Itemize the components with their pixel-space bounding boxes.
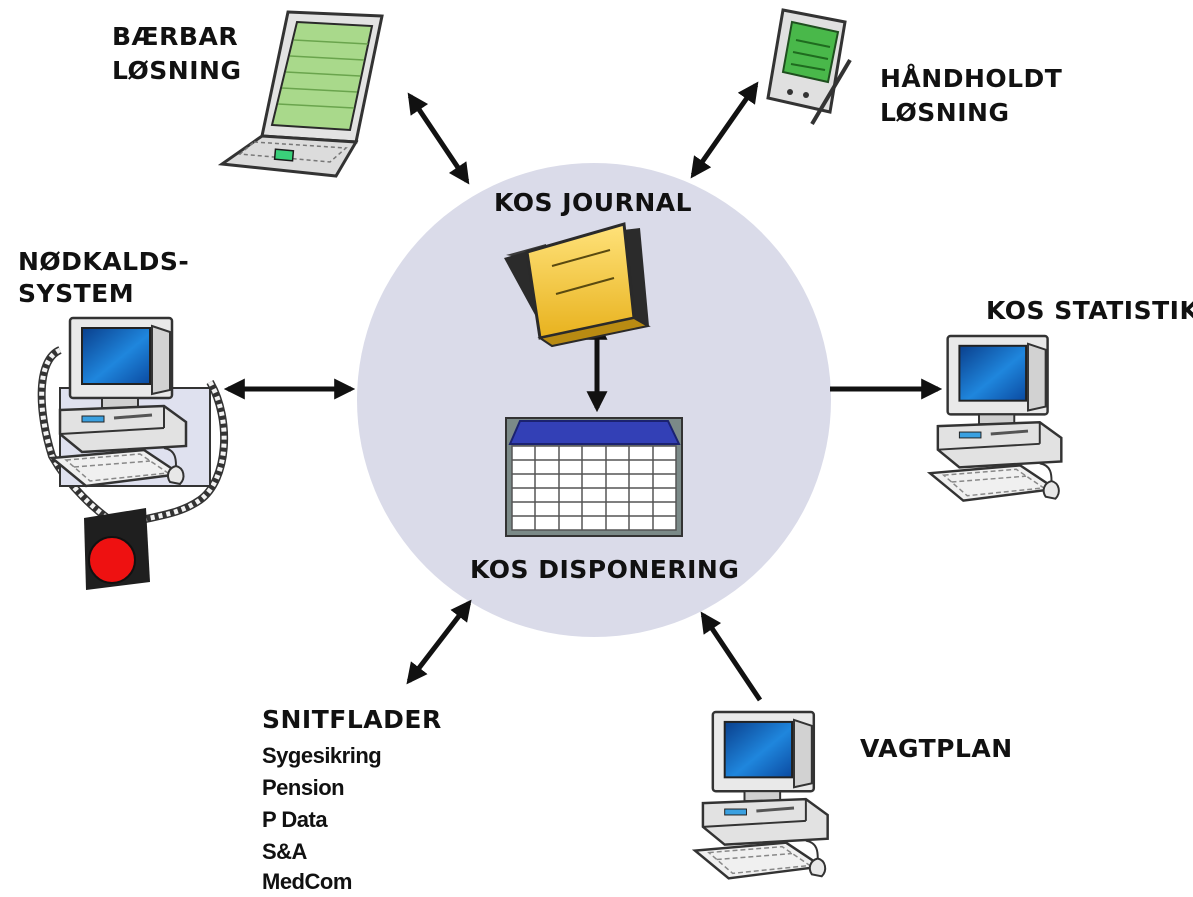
emergency-computer-icon <box>37 316 229 590</box>
laptop-label-2: LØSNING <box>112 56 242 85</box>
folder-icon <box>504 222 651 348</box>
handheld-label-1: HÅNDHOLDT <box>880 64 1063 93</box>
laptop-icon <box>217 10 384 178</box>
interface-item: Pension <box>262 775 345 800</box>
arrow-laptop <box>407 92 470 185</box>
emergency-label-2: SYSTEM <box>18 279 135 308</box>
interface-item: MedCom <box>262 869 352 894</box>
statistics-label: KOS STATISTIK <box>986 296 1193 325</box>
handheld-label-2: LØSNING <box>880 98 1010 127</box>
hub-top-label: KOS JOURNAL <box>494 188 693 217</box>
interface-item: P Data <box>262 807 328 832</box>
arrow-handheld <box>690 81 759 179</box>
roster-label: VAGTPLAN <box>860 734 1013 763</box>
arrow-roster <box>700 611 763 702</box>
interface-item: Sygesikring <box>262 743 382 768</box>
emergency-label-1: NØDKALDS- <box>18 247 190 276</box>
computer-icon-vagtplan <box>693 710 830 880</box>
computer-icon-statistik <box>928 334 1063 503</box>
arrow-interfaces <box>406 599 472 685</box>
arrows <box>223 81 943 702</box>
pda-icon <box>766 8 852 126</box>
laptop-label-1: BÆRBAR <box>112 22 239 51</box>
interfaces-title: SNITFLADER <box>262 705 442 734</box>
interface-item: S&A <box>262 839 307 864</box>
calendar-icon <box>505 417 683 537</box>
hub-bottom-label: KOS DISPONERING <box>470 555 740 584</box>
